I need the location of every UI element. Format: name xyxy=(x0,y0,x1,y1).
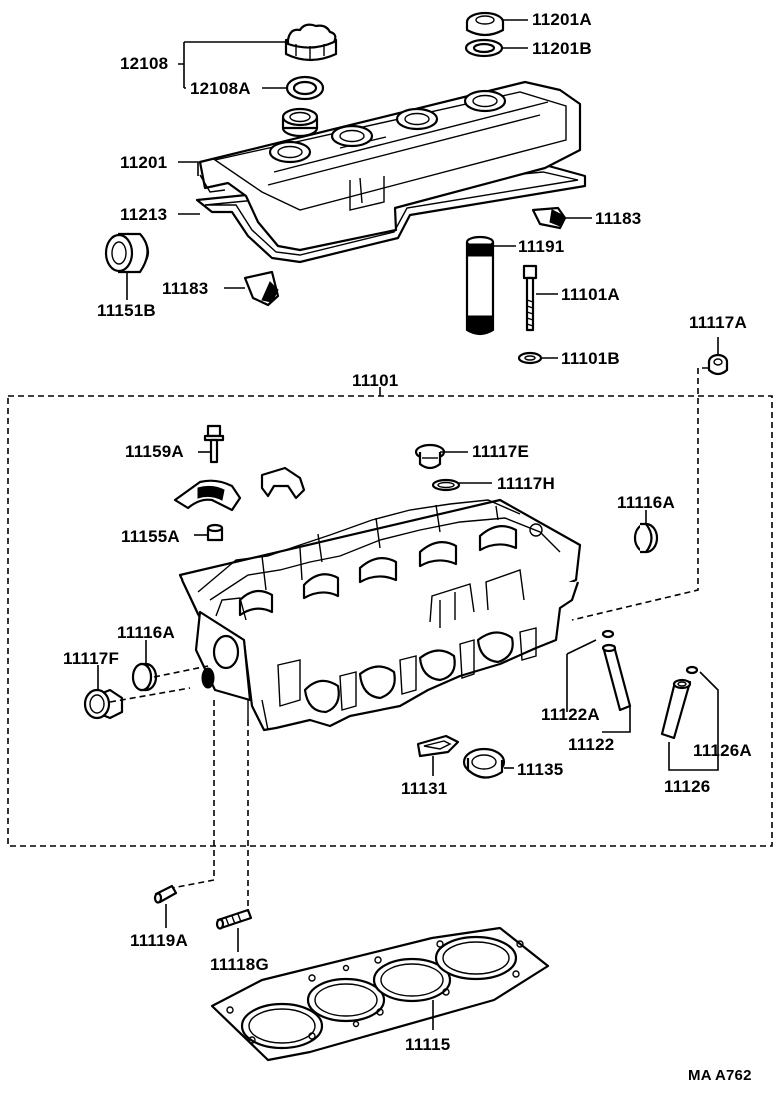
label-11183-right: 11183 xyxy=(595,209,642,228)
grommet-11201b xyxy=(464,38,504,58)
oil-seal-11151b xyxy=(104,232,150,274)
bearing-cap xyxy=(173,479,242,512)
bearing-cap-2 xyxy=(260,466,306,500)
label-12108a: 12108A xyxy=(190,79,251,98)
label-11135: 11135 xyxy=(517,760,564,779)
label-11117e: 11117E xyxy=(472,442,529,461)
spark-plug-tube xyxy=(465,235,495,336)
label-11131: 11131 xyxy=(401,779,448,798)
grommet-11201a xyxy=(465,11,505,37)
bolt-11159a xyxy=(203,424,225,464)
label-11119a: 11119A xyxy=(130,931,188,950)
pin-11118g xyxy=(215,908,253,930)
oil-filler-cap xyxy=(284,23,338,62)
plug-11183-right xyxy=(531,206,567,230)
label-11118g: 11118G xyxy=(210,955,269,974)
label-11122: 11122 xyxy=(568,735,615,754)
label-11151b: 11151B xyxy=(97,301,156,320)
stud-bolt-11101a xyxy=(522,264,538,332)
plug-11117a xyxy=(707,353,729,376)
label-11126: 11126 xyxy=(664,777,711,796)
valve-cover xyxy=(198,80,582,252)
pipe-11122 xyxy=(601,629,632,712)
gasket-11131 xyxy=(416,734,460,758)
plug-11116a-right xyxy=(633,522,659,554)
label-11213: 11213 xyxy=(120,205,168,224)
cylinder-head xyxy=(178,498,582,732)
alignment-lines xyxy=(109,367,708,912)
plug-11116a-left xyxy=(131,662,158,692)
label-11117a: 11117A xyxy=(689,313,747,332)
head-gasket xyxy=(210,926,550,1062)
oil-filler-cap-gasket xyxy=(285,75,325,101)
sheet-code: MA A762 xyxy=(688,1067,752,1084)
label-11126a: 11126A xyxy=(693,741,752,760)
washer-11101b xyxy=(517,351,543,365)
label-11191: 11191 xyxy=(518,237,565,256)
label-11101a: 11101A xyxy=(561,285,620,304)
plug-11117e xyxy=(414,443,446,470)
o-ring-11117h xyxy=(431,478,461,492)
label-11122a: 11122A xyxy=(541,705,600,724)
label-11155a: 11155A xyxy=(121,527,180,546)
label-11116a-right: 11116A xyxy=(617,493,675,512)
sleeve-11155a xyxy=(206,523,224,542)
label-11101b: 11101B xyxy=(561,349,620,368)
seal-11135 xyxy=(462,747,506,779)
pin-11119a xyxy=(153,884,178,904)
label-12108: 12108 xyxy=(120,54,169,73)
label-11183-left: 11183 xyxy=(162,279,209,298)
plug-11183-left xyxy=(243,270,280,307)
label-11201: 11201 xyxy=(120,153,168,172)
label-11159a: 11159A xyxy=(125,442,184,461)
pipe-11126 xyxy=(660,665,699,740)
cylinder-head-group-box xyxy=(7,395,773,847)
label-11101: 11101 xyxy=(352,371,399,390)
label-11116a-left: 11116A xyxy=(117,623,175,642)
label-11115: 11115 xyxy=(405,1035,451,1054)
label-11201a: 11201A xyxy=(532,10,592,29)
label-11201b: 11201B xyxy=(532,39,592,58)
plug-11117f xyxy=(83,688,124,720)
leader-lines xyxy=(97,19,719,1030)
label-11117h: 11117H xyxy=(497,474,555,493)
label-11117f: 11117F xyxy=(63,649,120,668)
